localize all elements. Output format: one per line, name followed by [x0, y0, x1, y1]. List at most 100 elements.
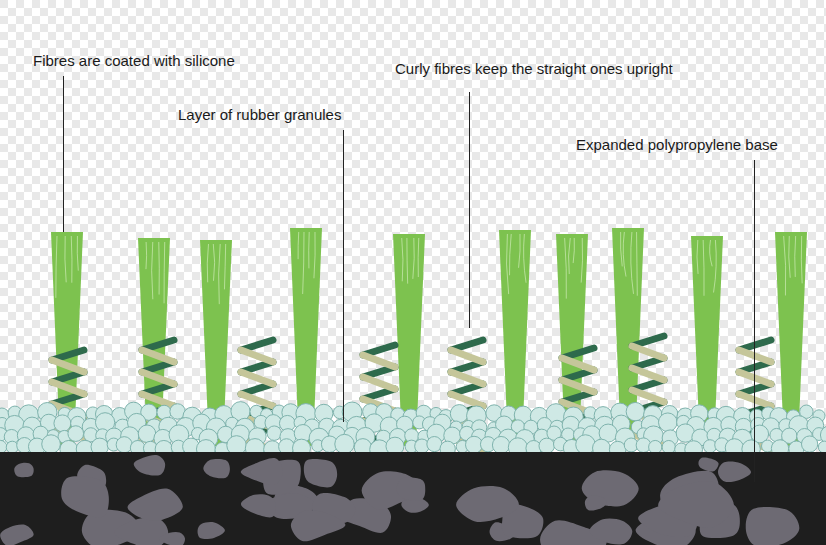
rubber-granule	[658, 413, 677, 432]
silicone-coating	[569, 238, 571, 274]
silicone-coating	[413, 238, 414, 279]
rubber-granule	[649, 440, 662, 453]
base-pebble	[14, 463, 33, 478]
rubber-granule	[450, 405, 468, 423]
silicone-coating	[620, 232, 622, 266]
rubber-granules	[0, 402, 826, 460]
silicone-coating	[418, 238, 420, 277]
silicone-coating	[71, 236, 73, 283]
base-pebble	[203, 459, 230, 478]
callout-label: Fibres are coated with silicone	[33, 52, 235, 70]
silicone-coating	[406, 238, 408, 284]
rubber-granule	[539, 438, 554, 453]
rubber-granule	[801, 436, 817, 452]
silicone-coating	[145, 242, 147, 269]
callout-label: Expanded polypropylene base	[576, 136, 778, 154]
silicone-coating	[213, 244, 214, 281]
rubber-granule	[267, 426, 281, 440]
silicone-coating	[784, 236, 786, 295]
rubber-granule	[68, 426, 84, 442]
base-pebble	[61, 476, 109, 517]
silicone-coating	[303, 232, 304, 294]
silicone-coating	[224, 244, 225, 289]
silicone-coating	[524, 234, 526, 283]
curly-fibre-front	[241, 350, 273, 362]
silicone-coating	[789, 236, 790, 278]
curly-fibre-front	[363, 355, 395, 367]
rubber-granule	[54, 415, 71, 432]
silicone-coating	[298, 232, 300, 259]
silicone-coating	[158, 242, 160, 295]
curly-fibre-front	[562, 380, 594, 392]
silicone-coating	[509, 234, 511, 275]
curly-fibre-front	[451, 350, 483, 362]
rubber-granule	[116, 437, 132, 453]
base-pebble	[589, 518, 632, 544]
silicone-coating	[631, 232, 634, 294]
base-pebble	[397, 477, 426, 500]
silicone-coating	[506, 234, 508, 294]
base-pebble	[718, 462, 751, 483]
curly-fibre-front	[451, 372, 483, 384]
base-pebble	[304, 459, 337, 487]
curly-fibre-front	[363, 377, 395, 389]
callout-label: Curly fibres keep the straight ones upri…	[395, 60, 673, 78]
silicone-coating	[314, 232, 315, 278]
curly-fibre-front	[52, 382, 84, 394]
base-pebble	[291, 510, 346, 541]
silicone-coating	[519, 234, 521, 268]
curly-fibres	[52, 336, 771, 455]
callout-label: Layer of rubber granules	[178, 106, 341, 124]
silicone-coating	[703, 240, 705, 296]
rubber-granule	[138, 425, 155, 442]
base-pebble	[241, 494, 276, 517]
base-texture	[0, 455, 799, 545]
straight-fibres	[51, 228, 807, 446]
silicone-coating	[56, 236, 57, 298]
silicone-coating	[152, 242, 153, 299]
base-pebble	[746, 507, 800, 545]
rubber-granule	[576, 435, 596, 455]
curly-fibre-front	[451, 394, 483, 406]
silicone-coating	[714, 240, 717, 293]
silicone-coating	[636, 232, 638, 296]
silicone-coating	[308, 232, 310, 268]
rubber-granule	[492, 436, 509, 453]
base-pebble	[134, 455, 165, 476]
silicone-coating	[65, 236, 66, 282]
rubber-granule	[335, 434, 354, 453]
curly-fibre-front	[562, 358, 594, 370]
silicone-coating	[565, 238, 567, 299]
silicone-coating	[219, 244, 221, 304]
silicone-coating	[581, 238, 582, 283]
rubber-granule	[818, 441, 826, 453]
curly-fibre-front	[241, 372, 273, 384]
curly-fibre-front	[632, 346, 664, 358]
silicone-coating	[794, 236, 796, 277]
curly-fibre-front	[142, 350, 174, 362]
silicone-coating	[402, 238, 403, 281]
rubber-granule	[662, 440, 675, 453]
rubber-granule	[42, 435, 61, 454]
silicone-coating	[573, 238, 574, 263]
silicone-coating	[697, 240, 698, 274]
silicone-coating	[77, 236, 78, 271]
base-pebble	[698, 457, 718, 471]
curly-fibre-front	[632, 390, 664, 402]
base-pebble	[585, 495, 607, 510]
base-pebble	[114, 517, 168, 545]
silicone-coating	[710, 240, 713, 266]
silicone-coating	[623, 232, 626, 277]
base-pebble	[241, 458, 283, 485]
silicone-coating	[207, 244, 208, 282]
base-pebble	[658, 481, 734, 528]
curly-fibre-front	[52, 360, 84, 372]
rubber-granule	[626, 402, 644, 420]
silicone-coating	[801, 236, 803, 283]
silicone-coating	[164, 242, 166, 303]
base-pebble	[198, 522, 225, 539]
base-pebble	[456, 486, 519, 522]
